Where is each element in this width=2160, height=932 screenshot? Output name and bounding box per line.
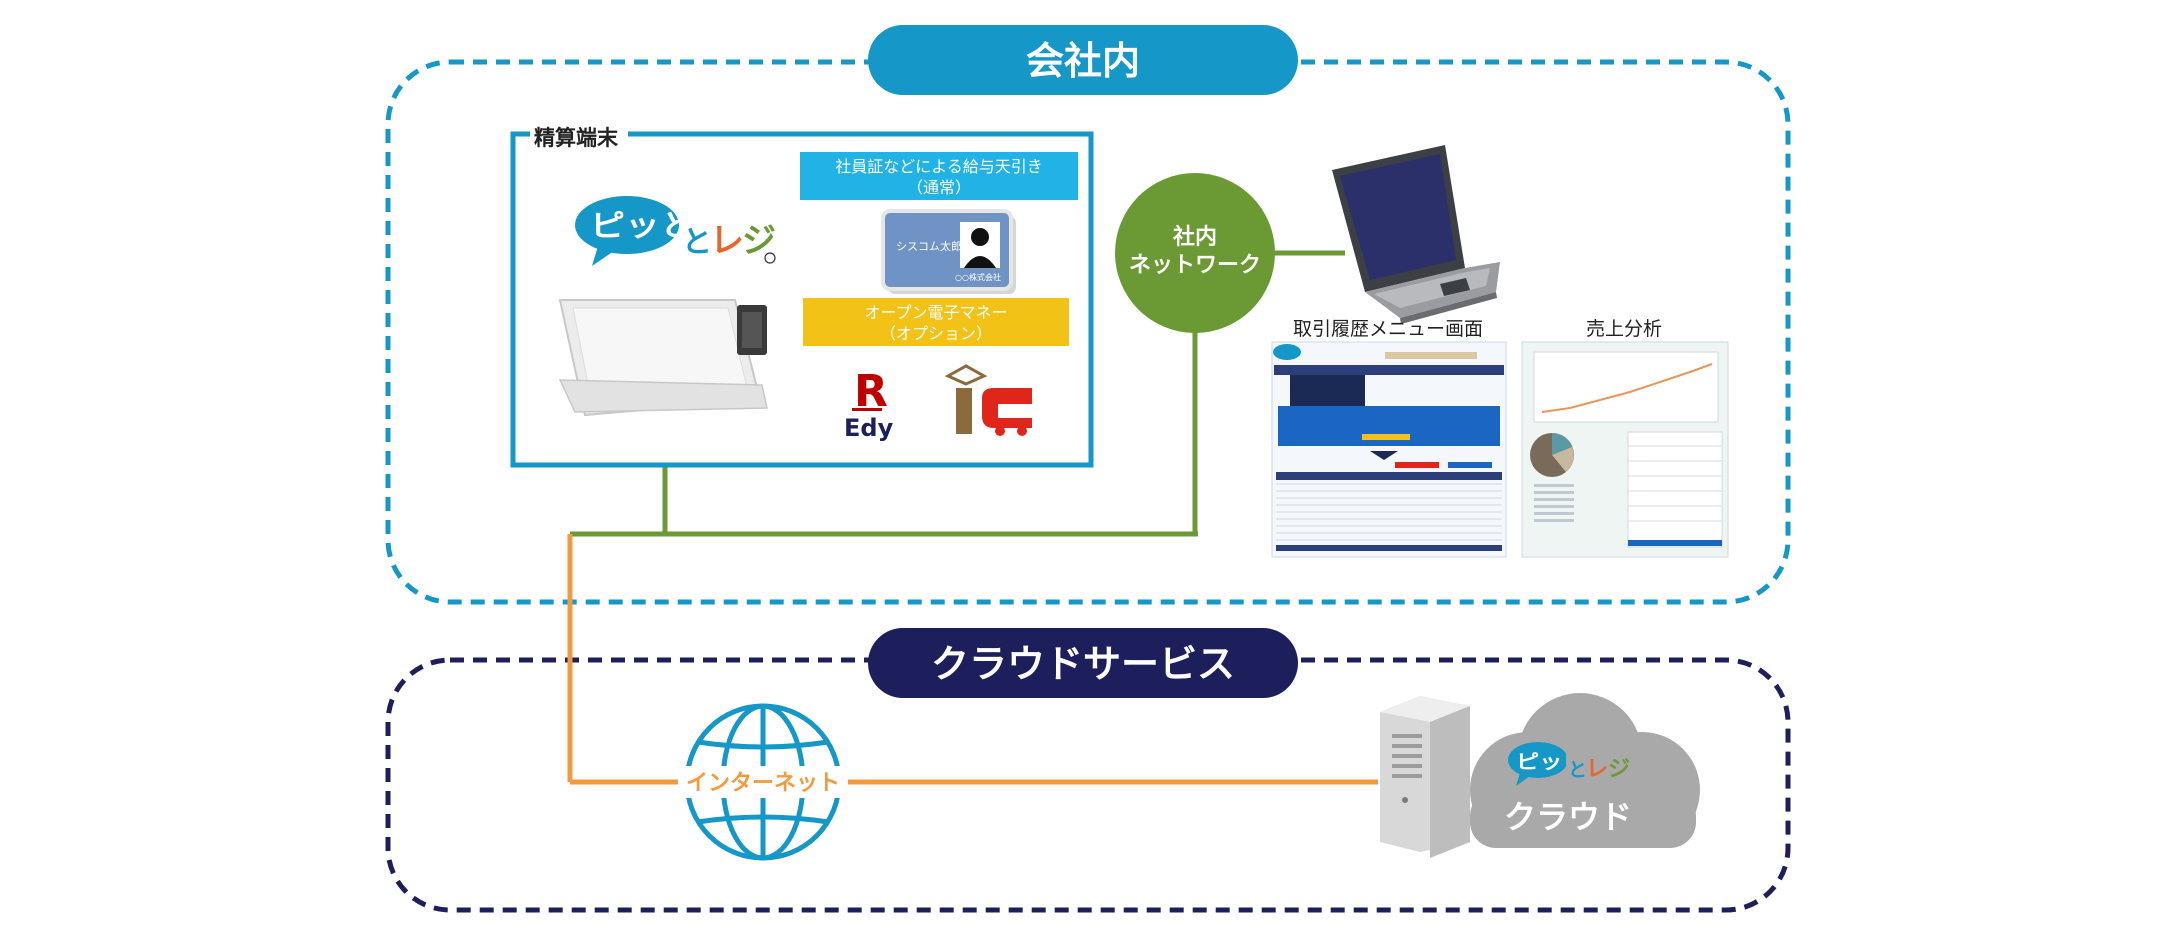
cloud-label: クラウド [1504,798,1632,836]
sales-screen-label: 売上分析 [1586,318,1662,340]
emoney-note-line1: オープン電子マネー [864,303,1007,322]
employee-id-card: シスコム太郎 ○○株式会社 [881,209,1016,294]
pittoreji-logo: ピッとレジ と レ ジ [575,196,778,266]
network-line2: ネットワーク [1129,253,1261,278]
emoney-note-line2: （オプション） [880,324,992,343]
internal-network-node [1115,173,1275,333]
cloud-zone-title: クラウドサービス [868,628,1298,698]
svg-text:ジ: ジ [742,221,776,261]
payroll-note-box [800,152,1078,200]
terminal-label: 精算端末 [534,126,619,150]
svg-text:と: と [682,225,712,260]
history-screen-thumbnail [1271,341,1507,558]
payment-terminal-image [558,299,768,417]
company-zone-title-text: 会社内 [1026,39,1140,83]
history-screen-label: 取引履歴メニュー画面 [1293,318,1483,340]
network-line1: 社内 [1173,224,1217,250]
svg-text:ジ: ジ [1608,757,1630,782]
ic-card-logo [944,364,1032,436]
payroll-note-line1: 社員証などによる給与天引き [835,157,1043,176]
svg-text:と: と [1568,759,1587,781]
cloud-zone-border [385,657,1791,913]
id-card-company: ○○株式会社 [955,272,1001,282]
company-zone-title: 会社内 [868,25,1298,95]
payroll-note-line2: （通常） [907,178,971,197]
sales-analysis-thumbnail [1521,341,1729,558]
id-card-name: シスコム太郎 [896,239,962,253]
edy-logo-text: Edy [844,414,894,442]
internet-label: インターネット [686,771,840,796]
svg-text:レ: レ [710,221,744,261]
svg-text:レ: レ [1586,757,1608,782]
rakuten-edy-logo: R Edy [844,366,894,442]
cloud-pittoreji-logo: ピッとレジ と レ ジ [1508,742,1636,786]
cloud-zone-title-text: クラウドサービス [931,642,1235,686]
emoney-note-box [803,298,1069,346]
server-icon [1380,696,1470,858]
lan-lines [570,250,1345,537]
laptop-icon [1332,145,1500,324]
